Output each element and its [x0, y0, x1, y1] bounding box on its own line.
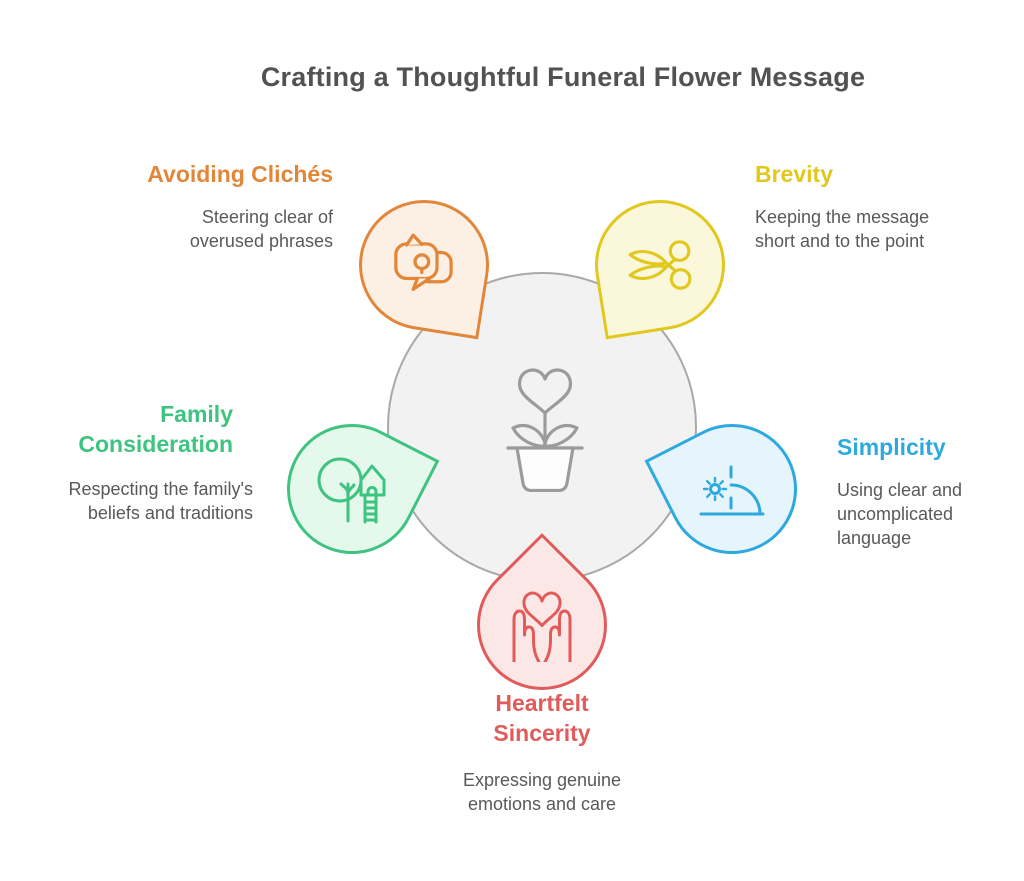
heartfelt-sincerity-heading: Heartfelt Sincerity [493, 690, 591, 746]
section-avoiding-cliches: Avoiding Clichés Steering clear of overu… [138, 159, 333, 253]
petal-family-consideration [264, 401, 440, 577]
section-family-consideration: Family Consideration Respecting the fami… [33, 399, 253, 525]
brevity-heading: Brevity [755, 161, 833, 187]
petal-simplicity [644, 401, 820, 577]
petal-heartfelt-sincerity [450, 533, 634, 717]
section-brevity: Brevity Keeping the message short and to… [755, 159, 960, 253]
chat-bubbles-idea-icon [362, 203, 486, 327]
tree-house-icon [290, 427, 414, 551]
family-consideration-description: Respecting the family's beliefs and trad… [68, 479, 253, 523]
heartfelt-sincerity-description: Expressing genuine emotions and care [462, 770, 622, 814]
avoiding-cliches-heading: Avoiding Clichés [147, 161, 333, 187]
petal-brevity [585, 190, 735, 340]
family-consideration-heading: Family Consideration [78, 401, 233, 457]
sunrise-dome-icon [670, 427, 794, 551]
section-heartfelt-sincerity: Heartfelt Sincerity Expressing genuine e… [442, 688, 642, 816]
petal-avoiding-cliches [349, 190, 499, 340]
page-title: Crafting a Thoughtful Funeral Flower Mes… [260, 62, 866, 92]
scissors-icon [598, 203, 722, 327]
avoiding-cliches-description: Steering clear of overused phrases [189, 207, 333, 251]
brevity-description: Keeping the message short and to the poi… [755, 207, 930, 251]
simplicity-description: Using clear and uncomplicated language [837, 480, 963, 548]
heart-flower-pot-icon [506, 368, 584, 492]
hands-holding-heart-icon [480, 563, 604, 687]
simplicity-heading: Simplicity [837, 434, 946, 460]
section-simplicity: Simplicity Using clear and uncomplicated… [837, 432, 987, 550]
